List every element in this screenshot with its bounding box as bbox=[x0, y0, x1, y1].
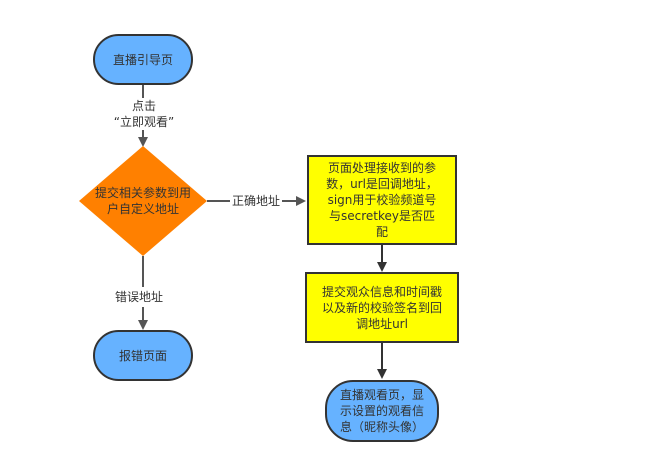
error-page-node-label: 报错页面 bbox=[118, 348, 167, 363]
edge-label-click: 点击 “立即观看” bbox=[108, 98, 180, 130]
process-params-node[interactable]: 页面处理接收到的参 数，url是回调地址， sign用于校验频道号 与secre… bbox=[307, 155, 457, 245]
edge-label-correct-address: 正确地址 bbox=[230, 193, 283, 209]
submit-info-node[interactable]: 提交观众信息和时间戳 以及新的校验签名到回 调地址url bbox=[305, 272, 459, 343]
decision-node-shape bbox=[79, 146, 207, 256]
decision-node-label[interactable]: 提交相关参数到用 户自定义地址 bbox=[94, 186, 191, 216]
error-page-node[interactable]: 报错页面 bbox=[93, 330, 193, 381]
edge-label-wrong-address: 错误地址 bbox=[115, 287, 164, 307]
start-node-label: 直播引导页 bbox=[112, 52, 173, 67]
start-node[interactable]: 直播引导页 bbox=[93, 34, 193, 85]
watch-page-node[interactable]: 直播观看页，显 示设置的观看信 息（昵称头像） bbox=[325, 380, 439, 442]
